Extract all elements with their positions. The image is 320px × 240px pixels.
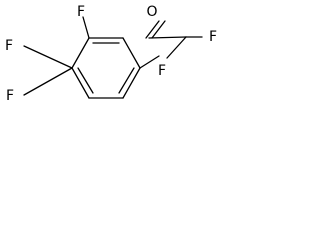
fluorine-chf2-bottom-label: F — [158, 63, 166, 79]
bond-to-f-chf2-bottom — [166, 36, 187, 59]
fluorine-chf2-right-label: F — [209, 29, 217, 45]
ring-bond-3 — [122, 67, 141, 99]
fluorine-top-label: F — [77, 4, 85, 20]
carbonyl-double-bond-left — [145, 20, 160, 39]
bond-ring-to-carbonyl — [139, 55, 160, 69]
fluorine-bottom-left-label: F — [6, 88, 14, 104]
oxygen-atom-label: O — [146, 4, 157, 20]
molecule-structure: O F F F F F — [5, 4, 217, 104]
ring-bond-5 — [71, 67, 90, 99]
ring-bond-2 — [122, 37, 141, 69]
ring-double-bond-right — [118, 67, 135, 94]
ring-double-bond-left — [77, 67, 94, 94]
carbonyl-double-bond-right — [151, 20, 166, 39]
bond-to-f-left — [23, 45, 73, 69]
bond-carbonyl-to-chf2 — [148, 36, 187, 39]
bond-to-f-bottom-left — [23, 67, 73, 96]
fluorine-left-label: F — [5, 38, 13, 54]
ring-bond-6 — [71, 37, 90, 69]
bond-to-f-top — [82, 16, 90, 39]
